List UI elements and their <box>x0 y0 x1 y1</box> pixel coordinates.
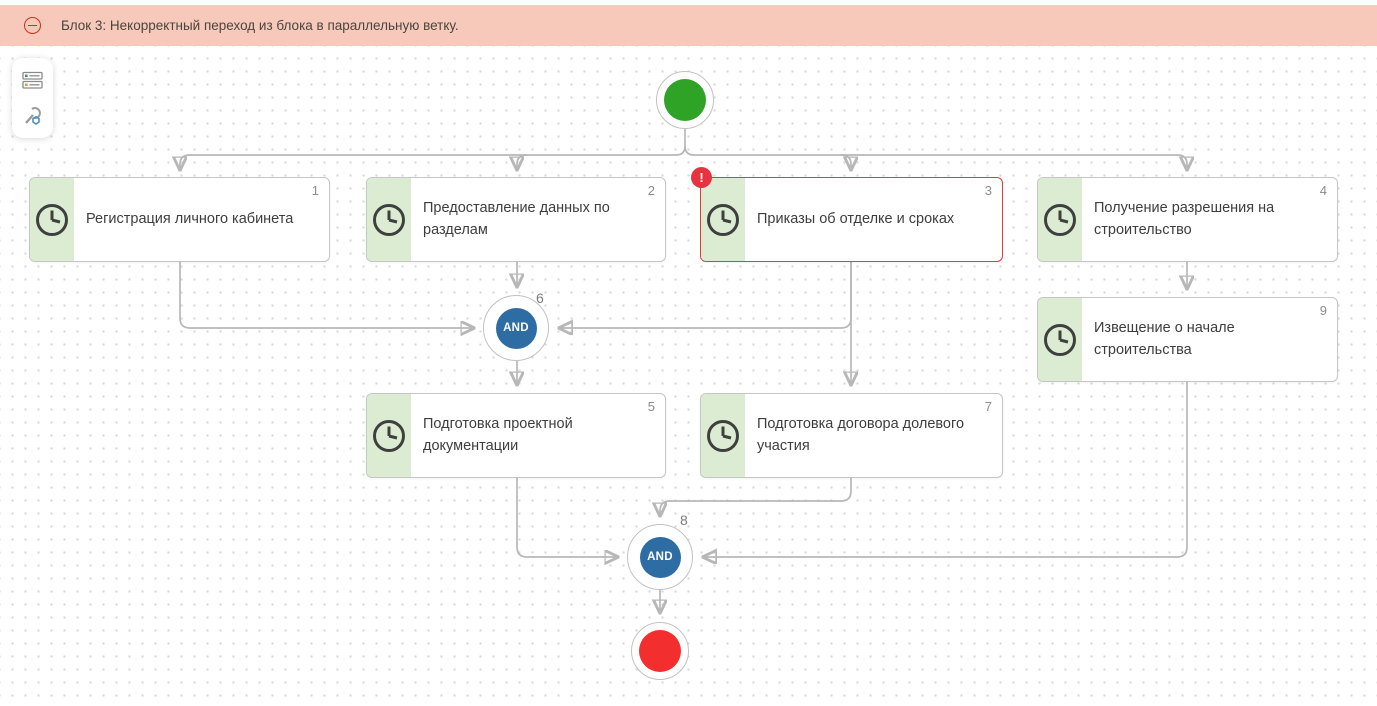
task-label: Подготовка проектной документации <box>423 416 573 454</box>
connector-layer <box>0 129 1377 706</box>
gateway-and-6[interactable]: AND <box>483 295 549 361</box>
task-number: 3 <box>984 183 992 198</box>
process-list-icon <box>21 71 43 89</box>
task-type-stripe <box>701 394 745 477</box>
task-type-stripe <box>367 394 411 477</box>
task-block-2[interactable]: 2 Предоставление данных по разделам <box>366 177 666 262</box>
tools-icon <box>24 107 41 125</box>
gateway-and-8[interactable]: AND <box>627 524 693 590</box>
clock-icon <box>36 203 68 236</box>
connector-start-task2[interactable] <box>517 154 528 169</box>
connector-task7-gateway8[interactable] <box>660 478 852 515</box>
gateway-number: 8 <box>680 512 688 528</box>
connector-start-task1[interactable] <box>180 145 686 169</box>
clock-icon <box>1044 203 1076 236</box>
connector-task3-gateway6[interactable] <box>560 262 852 328</box>
clock-icon <box>707 203 739 236</box>
connector-start-task3[interactable] <box>840 154 851 169</box>
clock-icon <box>707 419 739 452</box>
task-number: 5 <box>647 399 655 414</box>
connector-task9-gateway8[interactable] <box>704 382 1188 557</box>
task-number: 9 <box>1319 303 1327 318</box>
task-label: Получение разрешения на строительство <box>1094 200 1275 238</box>
minus-circle-icon <box>24 17 41 34</box>
task-number: 4 <box>1319 183 1327 198</box>
task-block-1[interactable]: 1 Регистрация личного кабинета <box>29 177 330 262</box>
task-type-stripe <box>1038 298 1082 381</box>
connector-start-task4[interactable] <box>684 145 1187 169</box>
task-block-3[interactable]: ! 3 Приказы об отделке и сроках <box>691 167 1003 262</box>
task-type-stripe <box>367 178 411 261</box>
task-block-4[interactable]: 4 Получение разрешения на строительство <box>1037 177 1338 262</box>
end-node[interactable] <box>631 622 689 680</box>
task-type-stripe <box>1038 178 1082 261</box>
task-label: Приказы об отделке и сроках <box>757 210 955 227</box>
task-type-stripe <box>701 178 745 261</box>
error-banner-text: Блок 3: Некорректный переход из блока в … <box>61 18 459 33</box>
connector-task1-gateway6[interactable] <box>179 262 473 328</box>
task-label: Регистрация личного кабинета <box>86 210 294 227</box>
connector-task5-gateway8[interactable] <box>516 478 617 557</box>
task-block-5[interactable]: 5 Подготовка проектной документации <box>366 393 666 478</box>
canvas-toolbar <box>12 58 53 138</box>
task-block-7[interactable]: 7 Подготовка договора долевого участия <box>700 393 1003 478</box>
gateway-number: 6 <box>536 290 544 306</box>
task-label: Извещение о начале строительства <box>1094 320 1235 358</box>
task-label: Подготовка договора долевого участия <box>757 416 965 454</box>
end-node-core <box>639 630 681 672</box>
and-gateway-icon: AND <box>639 536 681 578</box>
clock-icon <box>1044 323 1076 356</box>
task-number: 2 <box>647 183 655 198</box>
task-number: 7 <box>984 399 992 414</box>
start-node-core <box>664 79 706 121</box>
diagram-canvas[interactable]: 1 Регистрация личного кабинета 2 Предост… <box>0 46 1377 706</box>
start-node[interactable] <box>656 71 714 129</box>
clock-icon <box>373 419 405 452</box>
task-number: 1 <box>311 183 319 198</box>
process-list-button[interactable] <box>19 66 47 94</box>
error-badge-icon[interactable]: ! <box>691 167 712 188</box>
task-type-stripe <box>30 178 74 261</box>
tools-button[interactable] <box>19 102 47 130</box>
and-gateway-icon: AND <box>495 307 537 349</box>
task-label: Предоставление данных по разделам <box>423 200 610 238</box>
task-block-9[interactable]: 9 Извещение о начале строительства <box>1037 297 1338 382</box>
error-banner: Блок 3: Некорректный переход из блока в … <box>0 5 1377 46</box>
clock-icon <box>373 203 405 236</box>
